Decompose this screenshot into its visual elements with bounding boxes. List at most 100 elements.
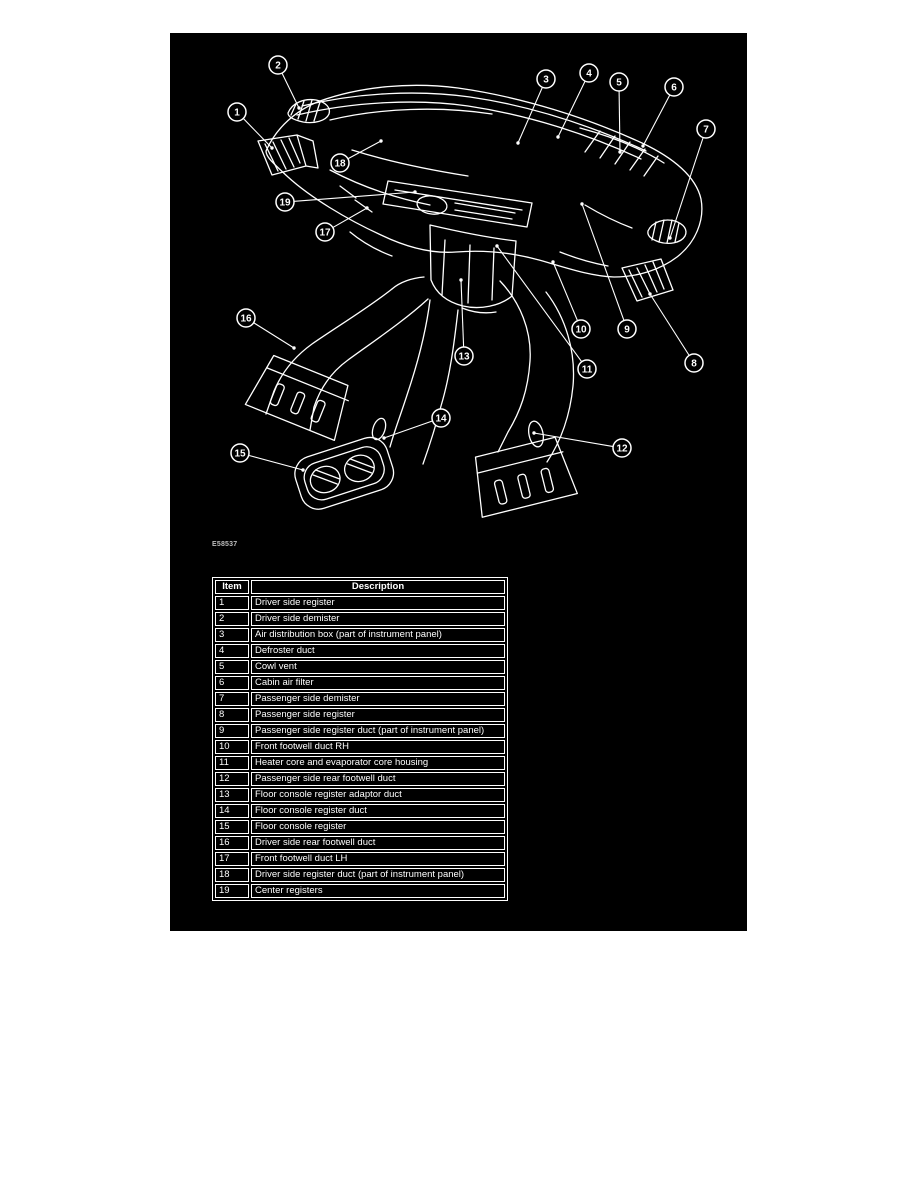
- item-cell: 19: [215, 884, 249, 898]
- item-cell: 17: [215, 852, 249, 866]
- description-cell: Air distribution box (part of instrument…: [251, 628, 505, 642]
- callout-11: 11: [495, 244, 597, 379]
- item-cell: 8: [215, 708, 249, 722]
- callout-6: 6: [641, 77, 684, 148]
- callout-16: 16: [236, 308, 296, 350]
- description-cell: Heater core and evaporator core housing: [251, 756, 505, 770]
- callout-3: 3: [516, 69, 556, 145]
- svg-text:5: 5: [616, 78, 622, 89]
- callout-2: 2: [268, 55, 301, 110]
- svg-text:15: 15: [234, 449, 246, 460]
- description-cell: Passenger side demister: [251, 692, 505, 706]
- description-cell: Passenger side register duct (part of in…: [251, 724, 505, 738]
- item-cell: 7: [215, 692, 249, 706]
- svg-text:16: 16: [240, 314, 252, 325]
- svg-text:11: 11: [582, 365, 593, 376]
- item-cell: 16: [215, 836, 249, 850]
- description-cell: Cabin air filter: [251, 676, 505, 690]
- item-cell: 4: [215, 644, 249, 658]
- item-cell: 14: [215, 804, 249, 818]
- description-cell: Passenger side register: [251, 708, 505, 722]
- description-cell: Floor console register duct: [251, 804, 505, 818]
- description-cell: Driver side register duct (part of instr…: [251, 868, 505, 882]
- callout-18: 18: [330, 139, 383, 173]
- item-cell: 5: [215, 660, 249, 674]
- item-cell: 12: [215, 772, 249, 786]
- description-cell: Driver side rear footwell duct: [251, 836, 505, 850]
- duct-diagram-art: [244, 84, 703, 518]
- svg-text:8: 8: [691, 359, 697, 370]
- item-cell: 6: [215, 676, 249, 690]
- svg-text:3: 3: [543, 75, 549, 86]
- item-cell: 1: [215, 596, 249, 610]
- svg-text:12: 12: [616, 444, 628, 455]
- item-cell: 15: [215, 820, 249, 834]
- description-column-header: Description: [251, 580, 505, 594]
- callout-9: 9: [580, 202, 637, 339]
- description-cell: Driver side demister: [251, 612, 505, 626]
- callout-13: 13: [454, 278, 474, 366]
- svg-text:13: 13: [458, 352, 470, 363]
- item-cell: 3: [215, 628, 249, 642]
- svg-text:7: 7: [703, 125, 709, 136]
- callout-1: 1: [227, 102, 274, 150]
- svg-text:6: 6: [671, 83, 677, 94]
- description-cell: Defroster duct: [251, 644, 505, 658]
- svg-text:14: 14: [435, 414, 447, 425]
- callout-14: 14: [382, 408, 451, 440]
- callout-4: 4: [556, 63, 599, 139]
- description-cell: Floor console register adaptor duct: [251, 788, 505, 802]
- description-cell: Center registers: [251, 884, 505, 898]
- callout-7: 7: [668, 119, 716, 240]
- item-column-header: Item: [215, 580, 249, 594]
- item-cell: 10: [215, 740, 249, 754]
- callout-17: 17: [315, 206, 369, 242]
- svg-text:17: 17: [319, 228, 331, 239]
- figure-code: E58537: [212, 541, 238, 548]
- callout-10: 10: [551, 260, 591, 339]
- description-cell: Front footwell duct LH: [251, 852, 505, 866]
- description-cell: Driver side register: [251, 596, 505, 610]
- description-cell: Front footwell duct RH: [251, 740, 505, 754]
- callout-8: 8: [648, 292, 704, 373]
- svg-text:9: 9: [624, 325, 630, 336]
- item-cell: 13: [215, 788, 249, 802]
- description-cell: Passenger side rear footwell duct: [251, 772, 505, 786]
- svg-text:1: 1: [234, 108, 240, 119]
- legend-header-row: Item Description: [215, 580, 505, 594]
- description-cell: Floor console register: [251, 820, 505, 834]
- svg-text:18: 18: [334, 159, 346, 170]
- item-cell: 11: [215, 756, 249, 770]
- svg-text:2: 2: [275, 61, 281, 72]
- description-cell: Cowl vent: [251, 660, 505, 674]
- svg-text:4: 4: [586, 69, 592, 80]
- svg-text:10: 10: [575, 325, 587, 336]
- callout-15: 15: [230, 443, 305, 472]
- item-cell: 9: [215, 724, 249, 738]
- item-cell: 2: [215, 612, 249, 626]
- item-cell: 18: [215, 868, 249, 882]
- callout-5: 5: [609, 72, 629, 154]
